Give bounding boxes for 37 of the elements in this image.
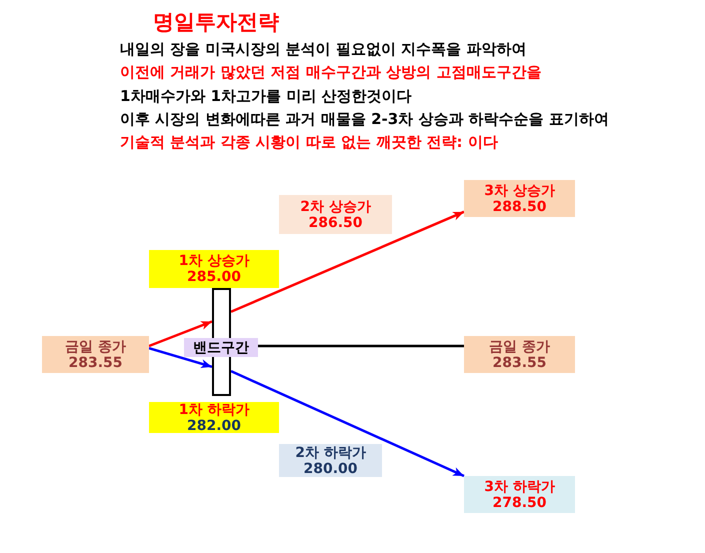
price-box xyxy=(464,476,575,513)
price-label: 3차 하락가 xyxy=(484,478,555,494)
price-value: 280.00 xyxy=(303,460,358,476)
price-value: 286.50 xyxy=(308,214,363,230)
price-box xyxy=(279,195,392,234)
price-value: 278.50 xyxy=(492,494,547,510)
price-box xyxy=(279,444,382,477)
band-label-box xyxy=(184,338,258,357)
price-label: 1차 하락가 xyxy=(178,402,250,418)
price-box xyxy=(149,402,279,433)
price-value: 288.50 xyxy=(492,198,547,214)
band-label: 밴드구간 xyxy=(193,340,249,356)
arrow xyxy=(148,320,212,348)
price-value: 282.00 xyxy=(186,418,242,434)
price-label: 2차 상승가 xyxy=(300,198,371,214)
price-label: 3차 상승가 xyxy=(484,182,555,198)
price-label: 금일 종가 xyxy=(489,338,550,354)
arrow xyxy=(230,210,464,313)
connector-line xyxy=(258,344,464,348)
price-value: 283.55 xyxy=(68,354,123,370)
description-line: 이후 시장의 변화에따른 과거 매물을 2-3차 상승과 하락수순을 표기하여 xyxy=(120,108,609,130)
price-value: 285.00 xyxy=(186,269,242,285)
price-box xyxy=(42,336,149,373)
price-box xyxy=(464,336,575,373)
arrow xyxy=(148,347,212,368)
price-label: 금일 종가 xyxy=(65,338,126,354)
title: 명일투자전략 xyxy=(153,9,279,36)
price-box xyxy=(149,250,279,288)
price-value: 283.55 xyxy=(492,354,547,370)
price-box xyxy=(464,180,575,217)
price-label: 1차 상승가 xyxy=(178,253,250,269)
description-line: 내일의 장을 미국시장의 분석이 필요없이 지수폭을 파악하여 xyxy=(120,39,528,60)
price-label: 2차 하락가 xyxy=(295,444,366,460)
description-line: 이전에 거래가 많았던 저점 매수구간과 상방의 고점매도구간을 xyxy=(120,62,542,84)
description-line: 1차매수가와 1차고가를 미리 산정한것이다 xyxy=(120,86,413,107)
arrow xyxy=(230,370,465,478)
description-line: 기술적 분석과 각종 시황이 따로 없는 깨끗한 전략: 이다 xyxy=(120,132,499,154)
